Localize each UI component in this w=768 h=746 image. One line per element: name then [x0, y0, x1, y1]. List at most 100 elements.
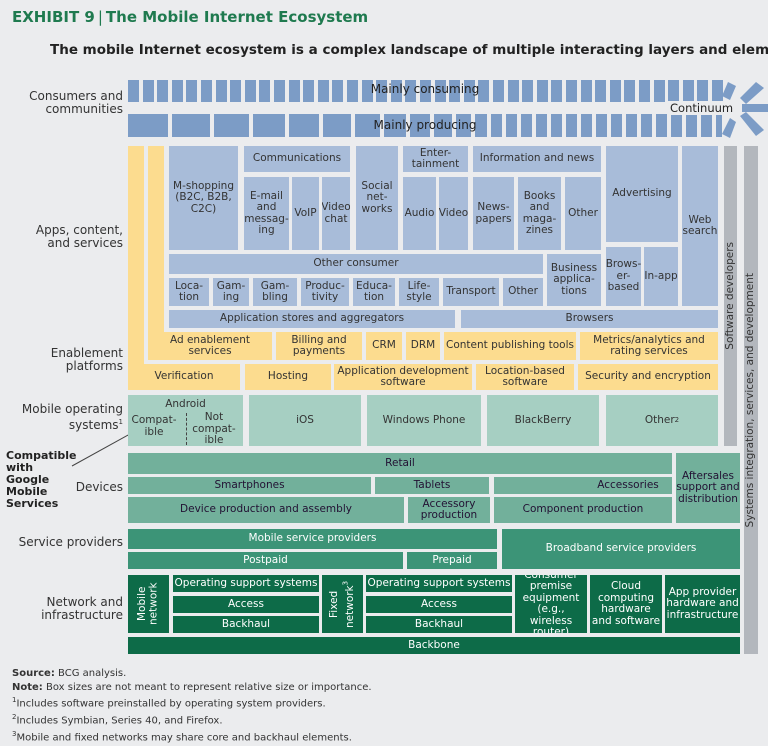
mobile-backhaul: Backhaul [173, 616, 319, 633]
consuming-stripe [128, 80, 139, 102]
accessories: Accessories [494, 477, 672, 494]
consuming-stripe [157, 80, 169, 102]
mobile-access: Access [173, 596, 319, 613]
producing-stripe [566, 114, 577, 137]
label-network: Network and infrastructure [41, 595, 123, 622]
drm: DRM [406, 332, 440, 360]
accessories-label: Accessories [597, 478, 659, 491]
consuming-stripe [639, 80, 650, 102]
producing-stripe [410, 114, 430, 137]
producing-stripe [656, 114, 667, 137]
consuming-stripe [595, 80, 607, 102]
smartphones: Smartphones [128, 477, 371, 494]
consuming-stripe [493, 80, 504, 102]
other-consumer-small: Other [503, 278, 543, 306]
verification: Verification [128, 364, 240, 390]
footnote-1: 1Includes software preinstalled by opera… [12, 694, 372, 711]
lifestyle: Life-style [399, 278, 439, 306]
android-not-compatible: Not compat-ible [192, 411, 236, 446]
consuming-stripe [376, 80, 388, 102]
productivity: Produc-tivity [301, 278, 349, 306]
producing-stripe [172, 114, 210, 137]
ad-enablement: Ad enablement services [148, 332, 272, 360]
enablement-frame-inner [148, 146, 164, 360]
android-compatible: Compat-ible [131, 414, 177, 438]
producing-stripe [551, 114, 562, 137]
fixed-network-footnote: 3 [341, 580, 350, 585]
source-text: BCG analysis. [58, 668, 127, 679]
broadband-service-providers: Broadband service providers [502, 529, 740, 569]
browser-based: Brows-er-based [606, 247, 641, 306]
web-search: Web search [682, 146, 718, 306]
postpaid: Postpaid [128, 552, 403, 569]
label-os-text: Mobile operating systems [21, 402, 123, 432]
footnote-3-text: Mobile and fixed networks may share core… [16, 731, 352, 743]
location: Loca-tion [169, 278, 209, 306]
mainly-consuming-label: Mainly consuming [370, 82, 480, 96]
note-label: Note: [12, 681, 43, 693]
android-label: Android [165, 398, 206, 410]
continuum-arrow-icon [722, 82, 768, 138]
consuming-stripe [244, 80, 256, 102]
enablement-frame-outer [128, 146, 144, 390]
security-encryption: Security and encryption [578, 364, 718, 390]
consuming-stripe [653, 80, 665, 102]
consuming-stripe [668, 80, 680, 102]
title-separator: | [97, 8, 103, 26]
mobile-service-providers: Mobile service providers [128, 529, 497, 549]
source-line: Source: BCG analysis. [12, 667, 372, 681]
metrics-analytics: Metrics/analytics and rating services [580, 332, 718, 360]
producing-stripe [434, 114, 452, 137]
label-apps: Apps, content, and services [35, 223, 123, 250]
producing-stripe [383, 114, 406, 137]
producing-stripe [686, 114, 697, 137]
consuming-stripe [478, 80, 490, 102]
exhibit-number: EXHIBIT 9 [12, 8, 95, 26]
consuming-stripe [215, 80, 227, 102]
business-applications: Business applica-tions [547, 254, 601, 306]
fixed-network-text: Fixed network [327, 584, 356, 628]
footnote-2: 2Includes Symbian, Series 40, and Firefo… [12, 711, 372, 728]
consuming-stripe [697, 80, 709, 102]
producing-stripe [289, 114, 319, 137]
label-service: Service providers [18, 535, 123, 549]
footnote-2-text: Includes Symbian, Series 40, and Firefox… [16, 715, 223, 727]
email-messaging: E-mail and messag-ing [244, 177, 289, 250]
fixed-backhaul: Backhaul [366, 616, 512, 633]
consuming-stripe [580, 80, 592, 102]
consuming-stripe [390, 80, 402, 102]
blackberry: BlackBerry [487, 395, 599, 446]
consuming-stripe [201, 80, 212, 102]
prepaid: Prepaid [407, 552, 497, 569]
crm: CRM [366, 332, 402, 360]
consuming-stripe [434, 80, 446, 102]
footnotes: Source: BCG analysis. Note: Box sizes ar… [12, 667, 372, 744]
fixed-oss: Operating support systems [366, 575, 512, 592]
consuming-stripe [609, 80, 621, 102]
entertainment: Enter-tainment [403, 146, 468, 172]
consuming-stripe [536, 80, 548, 102]
location-software: Location-based software [476, 364, 574, 390]
consuming-stripe [186, 80, 198, 102]
other-info: Other [565, 177, 601, 250]
aftersales: Aftersales support and distribution [676, 453, 740, 523]
backbone: Backbone [128, 637, 740, 654]
hosting: Hosting [245, 364, 331, 390]
mobile-network: Mobile network [128, 575, 169, 633]
consuming-stripe [682, 80, 694, 102]
video: Video [439, 177, 468, 250]
gaming: Gam-ing [213, 278, 249, 306]
exhibit-heading: The Mobile Internet Ecosystem [105, 8, 369, 26]
consuming-stripe [171, 80, 183, 102]
content-publishing: Content publishing tools [444, 332, 576, 360]
os-other-label: Other [644, 413, 675, 426]
browsers: Browsers [461, 310, 718, 328]
gms-callout: Compatible with Google Mobile Services [6, 449, 77, 510]
mobile-network-label: Mobile network [136, 582, 160, 626]
retail: Retail [128, 453, 672, 474]
consuming-stripe [361, 80, 373, 102]
producing-stripe [716, 114, 722, 137]
footnote-1-text: Includes software preinstalled by operat… [16, 698, 326, 710]
producing-stripe [354, 114, 380, 137]
